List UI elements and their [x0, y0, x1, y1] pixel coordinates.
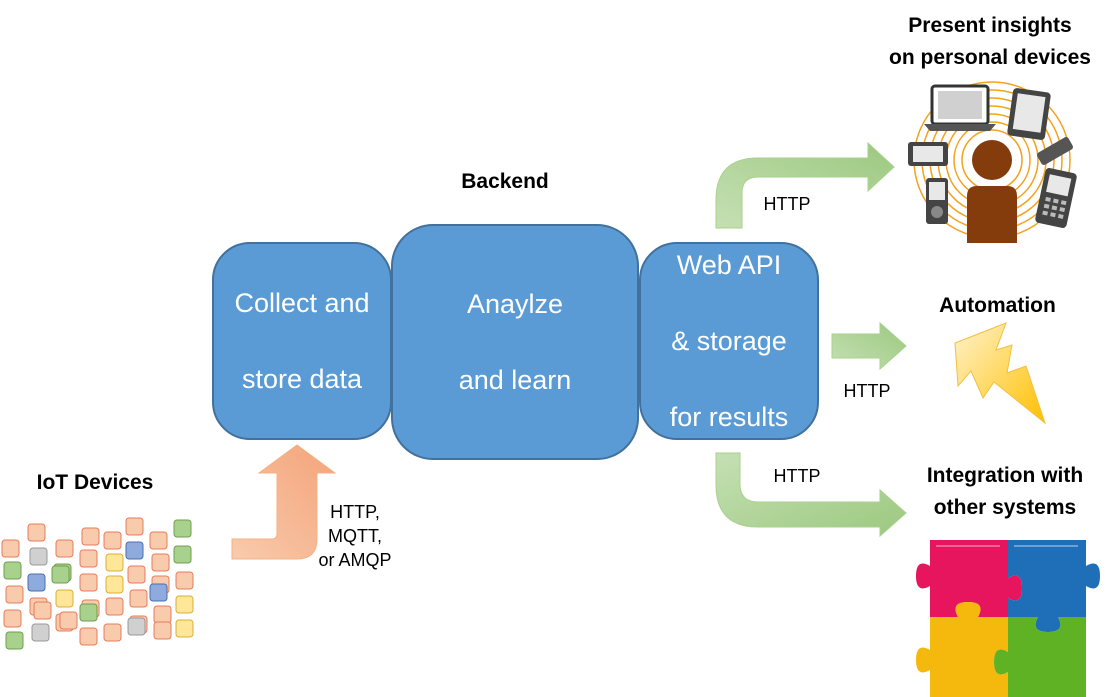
- automation-arrow: [831, 321, 907, 371]
- webapi-storage-box: Web API & storage for results: [639, 242, 819, 440]
- iot-device-tile: [81, 527, 100, 546]
- iot-device-tile: [79, 573, 98, 592]
- collect-line-1: Collect and: [234, 288, 370, 318]
- integration-label: Integration with other systems: [910, 460, 1100, 524]
- ingest-protocols-label: HTTP, MQTT, or AMQP: [300, 500, 410, 572]
- iot-device-tile: [5, 631, 24, 650]
- iot-device-tile: [33, 601, 52, 620]
- iot-device-tile: [1, 539, 20, 558]
- integration-line-2: other systems: [933, 496, 1077, 519]
- iot-device-tile: [5, 585, 24, 604]
- iot-device-tile: [127, 617, 146, 636]
- iot-device-tile: [29, 547, 48, 566]
- iot-device-tile: [149, 531, 168, 550]
- iot-device-tile: [153, 605, 172, 624]
- webapi-line-3: for results: [669, 402, 789, 432]
- present-insights-line-2: on personal devices: [889, 46, 1091, 69]
- iot-device-tile: [79, 549, 98, 568]
- ingest-protocol-3: or AMQP: [318, 550, 392, 570]
- iot-device-tile: [3, 561, 22, 580]
- iot-device-tile: [103, 531, 122, 550]
- personal-devices-icon: [908, 81, 1077, 243]
- iot-devices-label: IoT Devices: [36, 471, 154, 494]
- iot-device-tile: [151, 553, 170, 572]
- iot-device-tile: [105, 553, 124, 572]
- device-grid-icon: [1, 517, 194, 650]
- automation-http-label: HTTP: [843, 381, 891, 401]
- iot-device-tile: [59, 611, 78, 630]
- iot-device-tile: [27, 523, 46, 542]
- analyze-line-2: and learn: [458, 365, 572, 395]
- backend-label: Backend: [461, 170, 549, 193]
- ingest-arrow: [231, 444, 337, 560]
- iot-device-tile: [125, 541, 144, 560]
- iot-device-tile: [149, 583, 168, 602]
- webapi-line-2: & storage: [671, 326, 787, 356]
- iot-device-tile: [51, 565, 70, 584]
- iot-device-tile: [31, 623, 50, 642]
- iot-device-tile: [127, 565, 146, 584]
- webapi-line-1: Web API: [676, 250, 782, 280]
- analyze-line-1: Anaylze: [466, 289, 564, 319]
- integration-http-label: HTTP: [773, 466, 821, 486]
- lightning-icon: [954, 322, 1047, 425]
- iot-device-tile: [3, 609, 22, 628]
- analyze-learn-box: Anaylze and learn: [391, 224, 639, 460]
- integration-line-1: Integration with: [926, 464, 1084, 487]
- iot-device-tile: [105, 575, 124, 594]
- present-insights-label: Present insights on personal devices: [870, 10, 1110, 74]
- ingest-protocol-2: MQTT,: [328, 526, 382, 546]
- collect-line-2: store data: [241, 364, 363, 394]
- ingest-protocol-1: HTTP,: [330, 502, 380, 522]
- insights-http-label: HTTP: [763, 194, 811, 214]
- iot-device-tile: [79, 603, 98, 622]
- iot-device-tile: [55, 539, 74, 558]
- iot-device-tile: [103, 623, 122, 642]
- iot-device-tile: [175, 595, 194, 614]
- iot-device-tile: [175, 619, 194, 638]
- iot-device-tile: [173, 545, 192, 564]
- puzzle-icon: [916, 540, 1100, 697]
- insights-arrow: [715, 141, 895, 229]
- iot-device-tile: [175, 571, 194, 590]
- automation-label: Automation: [939, 294, 1056, 317]
- iot-device-tile: [173, 519, 192, 538]
- integration-arrow: [715, 452, 907, 538]
- iot-device-tile: [79, 627, 98, 646]
- iot-device-tile: [27, 573, 46, 592]
- present-insights-line-1: Present insights: [908, 14, 1072, 37]
- iot-device-tile: [153, 621, 172, 640]
- iot-device-tile: [105, 597, 124, 616]
- iot-device-tile: [55, 589, 74, 608]
- collect-store-box: Collect and store data: [212, 242, 392, 440]
- iot-device-tile: [125, 517, 144, 536]
- iot-device-tile: [129, 589, 148, 608]
